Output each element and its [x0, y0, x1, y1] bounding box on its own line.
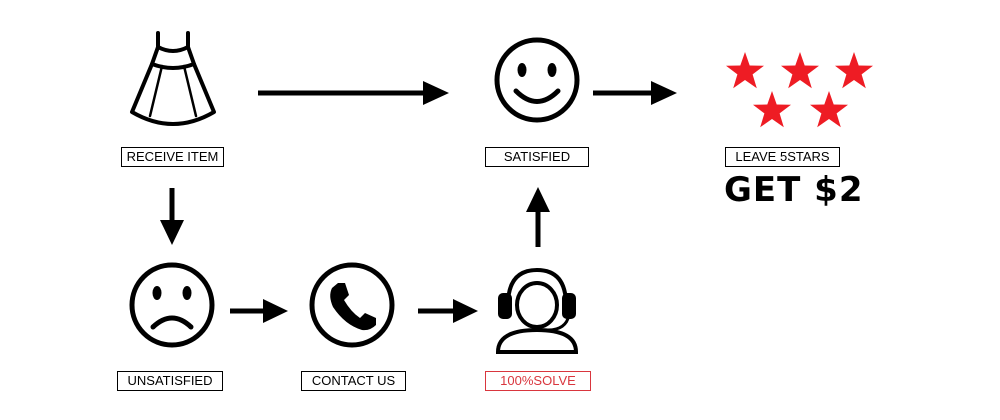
smiley-icon [494, 37, 580, 123]
arrow-satisfied-to-stars [593, 81, 677, 105]
stars-group [726, 52, 873, 128]
arrow-unsatisfied-to-contact [230, 299, 288, 323]
satisfied-label: SATISFIED [485, 147, 589, 167]
reward-text: GET $2 [724, 170, 864, 210]
arrow-solve-to-satisfied [526, 187, 550, 247]
arrow-contact-to-solve [418, 299, 478, 323]
contact-us-label: CONTACT US [301, 371, 406, 391]
star-icon [835, 52, 873, 89]
leave-stars-label: LEAVE 5STARS [725, 147, 840, 167]
dress-icon [130, 31, 216, 126]
star-icon [753, 91, 791, 128]
star-icon [781, 52, 819, 89]
phone-icon [309, 262, 395, 348]
arrow-receive-to-unsatisfied [160, 188, 184, 245]
star-icon [810, 91, 848, 128]
sad-face-icon [129, 262, 215, 348]
solve-label: 100%SOLVE [485, 371, 591, 391]
receive-item-label: RECEIVE ITEM [121, 147, 224, 167]
unsatisfied-label: UNSATISFIED [117, 371, 223, 391]
arrow-receive-to-satisfied [258, 81, 449, 105]
star-icon [726, 52, 764, 89]
headset-agent-icon [495, 267, 579, 354]
